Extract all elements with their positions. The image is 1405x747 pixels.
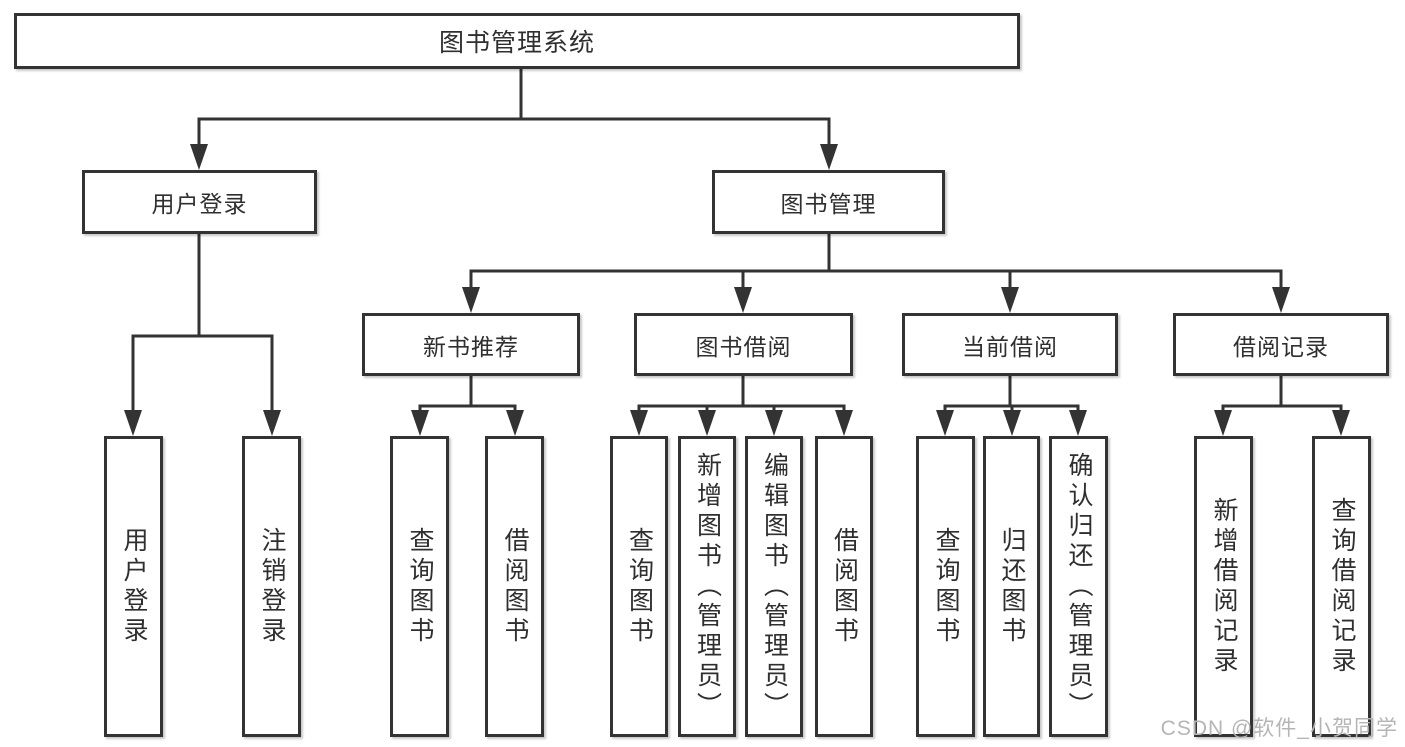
node-book-borrowing-label: 图书借阅 (695, 333, 792, 360)
node-book-borrowing: 图书借阅 (634, 313, 853, 376)
leaf-add-borrow-record-label: 新增借阅记录 (1210, 496, 1238, 677)
leaf-current-query-books: 查询图书 (916, 436, 975, 737)
leaf-query-borrow-record-label: 查询借阅记录 (1328, 496, 1356, 677)
leaf-edit-book-admin: 编辑图书（管理员） (745, 436, 803, 737)
node-current-borrowing: 当前借阅 (902, 313, 1118, 376)
node-book-management: 图书管理 (712, 170, 945, 234)
leaf-recommend-query-books: 查询图书 (390, 436, 449, 737)
leaf-confirm-return-admin: 确认归还（管理员） (1049, 436, 1108, 737)
leaf-recommend-query-books-label: 查询图书 (406, 526, 434, 647)
leaf-borrowing-query-books: 查询图书 (610, 436, 668, 737)
leaf-user-login-label: 用户登录 (120, 526, 148, 647)
leaf-borrowing-borrow-books-label: 借阅图书 (830, 526, 859, 647)
node-new-book-recommend: 新书推荐 (362, 313, 580, 376)
leaf-recommend-borrow-books: 借阅图书 (485, 436, 544, 737)
leaf-query-borrow-record: 查询借阅记录 (1312, 436, 1371, 737)
node-current-borrowing-label: 当前借阅 (962, 333, 1058, 360)
leaf-confirm-return-admin-label: 确认归还（管理员） (1065, 451, 1093, 722)
leaf-borrowing-borrow-books: 借阅图书 (815, 436, 873, 737)
leaf-add-book-admin-label: 新增图书（管理员） (693, 451, 722, 722)
leaf-logout: 注销登录 (242, 436, 301, 737)
leaf-edit-book-admin-label: 编辑图书（管理员） (760, 451, 789, 722)
node-root-system: 图书管理系统 (14, 13, 1020, 69)
leaf-user-login: 用户登录 (104, 436, 163, 737)
arrowheads (124, 144, 1350, 436)
leaf-current-query-books-label: 查询图书 (932, 526, 960, 647)
leaf-return-books-label: 归还图书 (998, 526, 1026, 647)
leaf-logout-label: 注销登录 (258, 526, 286, 647)
node-new-book-recommend-label: 新书推荐 (423, 333, 519, 360)
leaf-borrowing-query-books-label: 查询图书 (625, 526, 654, 647)
node-book-management-label: 图书管理 (780, 191, 877, 217)
node-user-login-label: 用户登录 (151, 191, 248, 217)
node-root-label: 图书管理系统 (438, 29, 595, 57)
leaf-add-borrow-record: 新增借阅记录 (1194, 436, 1253, 737)
node-borrowing-records-label: 借阅记录 (1233, 333, 1329, 360)
node-user-login: 用户登录 (82, 170, 317, 234)
node-borrowing-records: 借阅记录 (1173, 313, 1389, 376)
leaf-add-book-admin: 新增图书（管理员） (678, 436, 736, 737)
csdn-watermark: CSDN @软件_小贺同学 (1160, 717, 1398, 740)
leaf-return-books: 归还图书 (983, 436, 1040, 737)
leaf-recommend-borrow-books-label: 借阅图书 (501, 526, 529, 647)
